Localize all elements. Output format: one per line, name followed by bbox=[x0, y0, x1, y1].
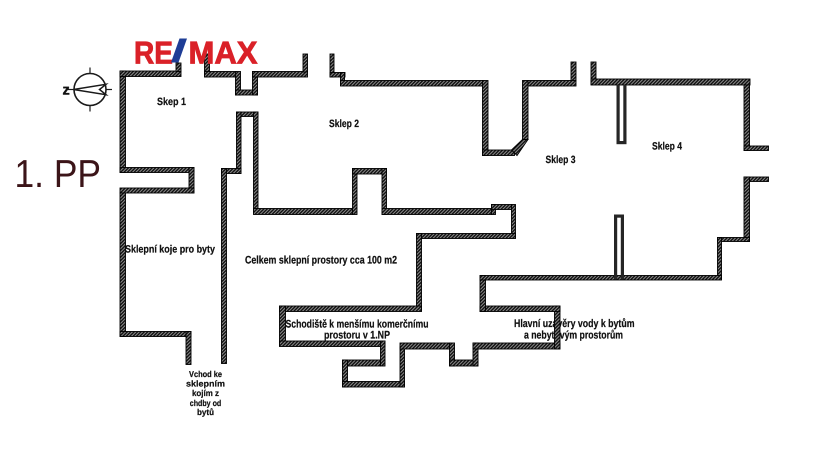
svg-text:Sklep 2: Sklep 2 bbox=[329, 118, 359, 130]
svg-text:chdby od: chdby od bbox=[190, 398, 222, 408]
svg-text:kojím z: kojím z bbox=[192, 388, 219, 398]
svg-text:Celkem sklepní prostory cca 10: Celkem sklepní prostory cca 100 m2 bbox=[245, 255, 397, 267]
svg-text:1. PP: 1. PP bbox=[15, 153, 102, 196]
svg-text:Skep 1: Skep 1 bbox=[157, 96, 186, 108]
svg-text:a nebytovým prostorům: a nebytovým prostorům bbox=[524, 330, 623, 342]
svg-text:Sklepní koje pro byty: Sklepní koje pro byty bbox=[125, 244, 215, 256]
svg-text:Sklep 4: Sklep 4 bbox=[652, 141, 682, 153]
svg-text:Schodiště k menšímu komerčnímu: Schodiště k menšímu komerčnímu bbox=[286, 319, 429, 331]
svg-text:bytů: bytů bbox=[197, 407, 214, 417]
svg-text:MAX: MAX bbox=[189, 35, 258, 71]
svg-text:prostoru v 1.NP: prostoru v 1.NP bbox=[324, 330, 390, 342]
svg-text:sklepním: sklepním bbox=[186, 379, 225, 389]
svg-text:Vchod ke: Vchod ke bbox=[189, 369, 222, 379]
svg-text:Hlavní uzávěry vody k bytům: Hlavní uzávěry vody k bytům bbox=[514, 318, 635, 330]
svg-text:Sklep 3: Sklep 3 bbox=[546, 154, 576, 166]
svg-text:z: z bbox=[63, 83, 70, 99]
svg-text:RE: RE bbox=[134, 35, 173, 71]
